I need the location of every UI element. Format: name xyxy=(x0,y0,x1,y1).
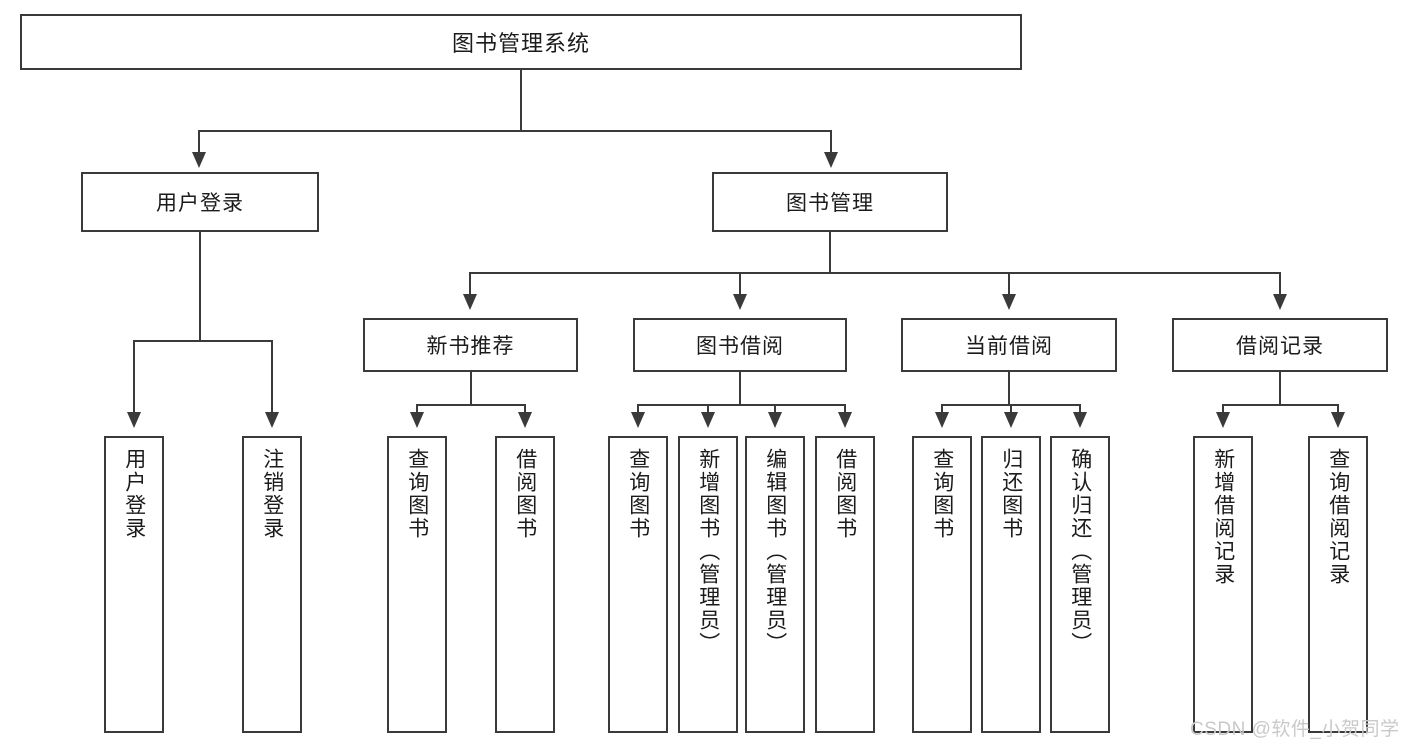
connector-user-login-stem xyxy=(199,232,201,340)
node-label: 确认归还（管理员） xyxy=(1068,448,1092,655)
leaf-logout[interactable]: 注销登录 xyxy=(242,436,302,733)
arrowhead-new-book-leaf-2 xyxy=(518,412,532,428)
connector-level2-drop-2 xyxy=(739,272,741,298)
leaf-add-book-admin[interactable]: 新增图书（管理员） xyxy=(678,436,738,733)
leaf-confirm-return-admin[interactable]: 确认归还（管理员） xyxy=(1050,436,1110,733)
node-user-login[interactable]: 用户登录 xyxy=(81,172,319,232)
node-current-borrow[interactable]: 当前借阅 xyxy=(901,318,1117,372)
node-borrow-records[interactable]: 借阅记录 xyxy=(1172,318,1388,372)
connector-current-borrow-drop-3 xyxy=(1079,404,1081,416)
connector-root-stem xyxy=(520,70,522,130)
node-label: 注销登录 xyxy=(260,448,284,540)
connector-new-book-drop-1 xyxy=(416,404,418,416)
connector-current-borrow-drop-2 xyxy=(1010,404,1012,416)
connector-records-bus xyxy=(1222,404,1339,406)
arrowhead-records-leaf-1 xyxy=(1216,412,1230,428)
connector-records-drop-1 xyxy=(1222,404,1224,416)
arrowhead-root-to-user-login xyxy=(192,152,206,168)
connector-book-borrow-drop-3 xyxy=(774,404,776,416)
arrowhead-book-borrow-leaf-2 xyxy=(701,412,715,428)
arrowhead-to-new-book xyxy=(463,294,477,310)
leaf-return-book[interactable]: 归还图书 xyxy=(981,436,1041,733)
node-label: 查询借阅记录 xyxy=(1326,448,1350,586)
connector-book-borrow-drop-4 xyxy=(844,404,846,416)
connector-level2-drop-1 xyxy=(469,272,471,298)
arrowhead-current-borrow-leaf-3 xyxy=(1073,412,1087,428)
arrowhead-root-to-book-manage xyxy=(824,152,838,168)
node-label: 查询图书 xyxy=(626,448,650,540)
leaf-edit-book-admin[interactable]: 编辑图书（管理员） xyxy=(745,436,805,733)
arrowhead-to-logout-leaf xyxy=(265,412,279,428)
leaf-query-book-current[interactable]: 查询图书 xyxy=(912,436,972,733)
connector-new-book-drop-2 xyxy=(524,404,526,416)
leaf-add-borrow-record[interactable]: 新增借阅记录 xyxy=(1193,436,1253,733)
connector-level2-bus xyxy=(469,272,1281,274)
leaf-query-book[interactable]: 查询图书 xyxy=(608,436,668,733)
node-label: 图书借阅 xyxy=(696,335,784,358)
connector-level2-drop-3 xyxy=(1008,272,1010,298)
leaf-query-borrow-record[interactable]: 查询借阅记录 xyxy=(1308,436,1368,733)
connector-new-book-stem xyxy=(470,372,472,404)
connector-root-bus xyxy=(198,130,832,132)
node-label: 图书管理 xyxy=(786,192,874,215)
leaf-borrow-book-recommend[interactable]: 借阅图书 xyxy=(495,436,555,733)
node-label: 新增图书（管理员） xyxy=(696,448,720,655)
arrowhead-book-borrow-leaf-4 xyxy=(838,412,852,428)
arrowhead-current-borrow-leaf-2 xyxy=(1004,412,1018,428)
node-label: 归还图书 xyxy=(999,448,1023,540)
arrowhead-new-book-leaf-1 xyxy=(410,412,424,428)
node-label: 当前借阅 xyxy=(965,335,1053,358)
connector-current-borrow-stem xyxy=(1008,372,1010,404)
arrowhead-to-user-login-leaf xyxy=(127,412,141,428)
arrowhead-current-borrow-leaf-1 xyxy=(935,412,949,428)
node-label: 图书管理系统 xyxy=(451,31,590,56)
node-label: 借阅记录 xyxy=(1236,335,1324,358)
node-label: 新书推荐 xyxy=(426,335,515,358)
leaf-borrow-book[interactable]: 借阅图书 xyxy=(815,436,875,733)
connector-user-login-bus xyxy=(133,340,272,342)
arrowhead-records-leaf-2 xyxy=(1331,412,1345,428)
node-label: 查询图书 xyxy=(405,448,429,540)
arrowhead-to-borrow-records xyxy=(1273,294,1287,310)
connector-user-login-drop-1 xyxy=(133,340,135,416)
connector-book-borrow-bus xyxy=(637,404,845,406)
node-label: 用户登录 xyxy=(156,192,244,215)
connector-book-borrow-drop-1 xyxy=(637,404,639,416)
node-new-book-recommend[interactable]: 新书推荐 xyxy=(363,318,578,372)
connector-level2-drop-4 xyxy=(1279,272,1281,298)
connector-book-borrow-stem xyxy=(739,372,741,404)
node-root-system[interactable]: 图书管理系统 xyxy=(20,14,1022,70)
arrowhead-to-current-borrow xyxy=(1002,294,1016,310)
connector-root-drop-1 xyxy=(198,130,200,156)
connector-book-manage-stem xyxy=(829,232,831,272)
node-label: 用户登录 xyxy=(122,448,146,540)
connector-root-drop-2 xyxy=(830,130,832,156)
connector-user-login-drop-2 xyxy=(271,340,273,416)
node-book-management[interactable]: 图书管理 xyxy=(712,172,948,232)
node-label: 新增借阅记录 xyxy=(1211,448,1235,586)
arrowhead-book-borrow-leaf-1 xyxy=(631,412,645,428)
node-label: 查询图书 xyxy=(930,448,954,540)
connector-records-stem xyxy=(1279,372,1281,404)
node-label: 借阅图书 xyxy=(513,448,537,540)
connector-new-book-bus xyxy=(416,404,526,406)
leaf-query-book-recommend[interactable]: 查询图书 xyxy=(387,436,447,733)
connector-book-borrow-drop-2 xyxy=(707,404,709,416)
node-label: 借阅图书 xyxy=(833,448,857,540)
node-label: 编辑图书（管理员） xyxy=(763,448,787,655)
leaf-user-login[interactable]: 用户登录 xyxy=(104,436,164,733)
node-book-borrow[interactable]: 图书借阅 xyxy=(633,318,847,372)
connector-current-borrow-drop-1 xyxy=(941,404,943,416)
connector-records-drop-2 xyxy=(1337,404,1339,416)
arrowhead-to-book-borrow xyxy=(733,294,747,310)
arrowhead-book-borrow-leaf-3 xyxy=(768,412,782,428)
